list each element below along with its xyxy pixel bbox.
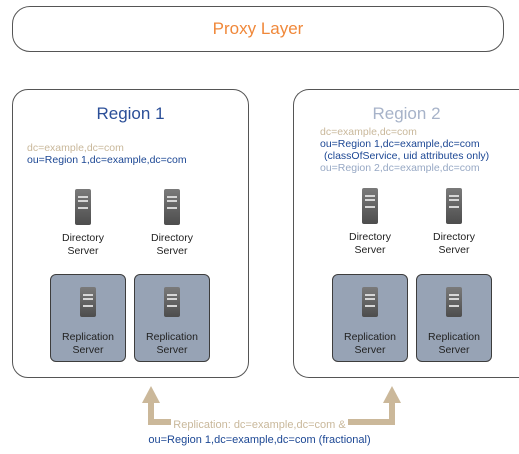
server-icon [164,287,180,317]
arrow-head-right [383,386,401,403]
region-1-box: Region 1 dc=example,dc=com ou=Region 1,d… [12,89,249,378]
region-2-title: Region 2 [372,104,441,123]
region-1-suffix-root: dc=example,dc=com [27,142,124,154]
region-1-directory-server-2: Directory Server [132,189,212,257]
server-icon [446,188,462,224]
server-icon [446,287,462,317]
arrow-head-left [142,386,160,403]
replication-caption-line2: ou=Region 1,dc=example,dc=com (fractiona… [148,434,371,446]
region-1-suffix-region1: ou=Region 1,dc=example,dc=com [27,154,187,166]
proxy-layer: Proxy Layer [12,6,504,52]
region-2-suffix-region1-note: (classOfService, uid attributes only) [324,150,490,162]
directory-server-label: Directory Server [432,231,475,256]
region-2-suffix-region2: ou=Region 2,dc=example,dc=com [320,162,480,174]
server-icon [362,287,378,317]
replication-server-label: Replication Server [146,331,198,356]
directory-server-label: Directory Server [150,232,193,257]
server-icon [75,189,91,225]
server-icon [164,189,180,225]
region-1-directory-server-1: Directory Server [43,189,123,257]
region-2-directory-server-1: Directory Server [330,188,410,256]
server-icon [80,287,96,317]
directory-server-label: Directory Server [61,232,104,257]
replication-server-label: Replication Server [62,331,114,356]
region-2-replication-server-1: Replication Server [332,274,408,362]
region-2-suffix-root: dc=example,dc=com [320,126,417,138]
replication-server-label: Replication Server [344,331,396,356]
region-2-replication-server-2: Replication Server [416,274,492,362]
region-1-replication-server-1: Replication Server [50,274,126,362]
server-icon [362,188,378,224]
region-2-suffix-region1: ou=Region 1,dc=example,dc=com [320,138,480,150]
directory-server-label: Directory Server [348,231,391,256]
replication-server-label: Replication Server [428,331,480,356]
region-2-box: Region 2 dc=example,dc=com ou=Region 1,d… [293,89,519,378]
region-1-replication-server-2: Replication Server [134,274,210,362]
replication-caption: Replication: dc=example,dc=com & ou=Regi… [0,418,519,448]
region-2-directory-server-2: Directory Server [414,188,494,256]
proxy-layer-label: Proxy Layer [212,19,304,38]
replication-caption-line1: Replication: dc=example,dc=com & [171,418,348,433]
region-1-title: Region 1 [96,104,165,123]
